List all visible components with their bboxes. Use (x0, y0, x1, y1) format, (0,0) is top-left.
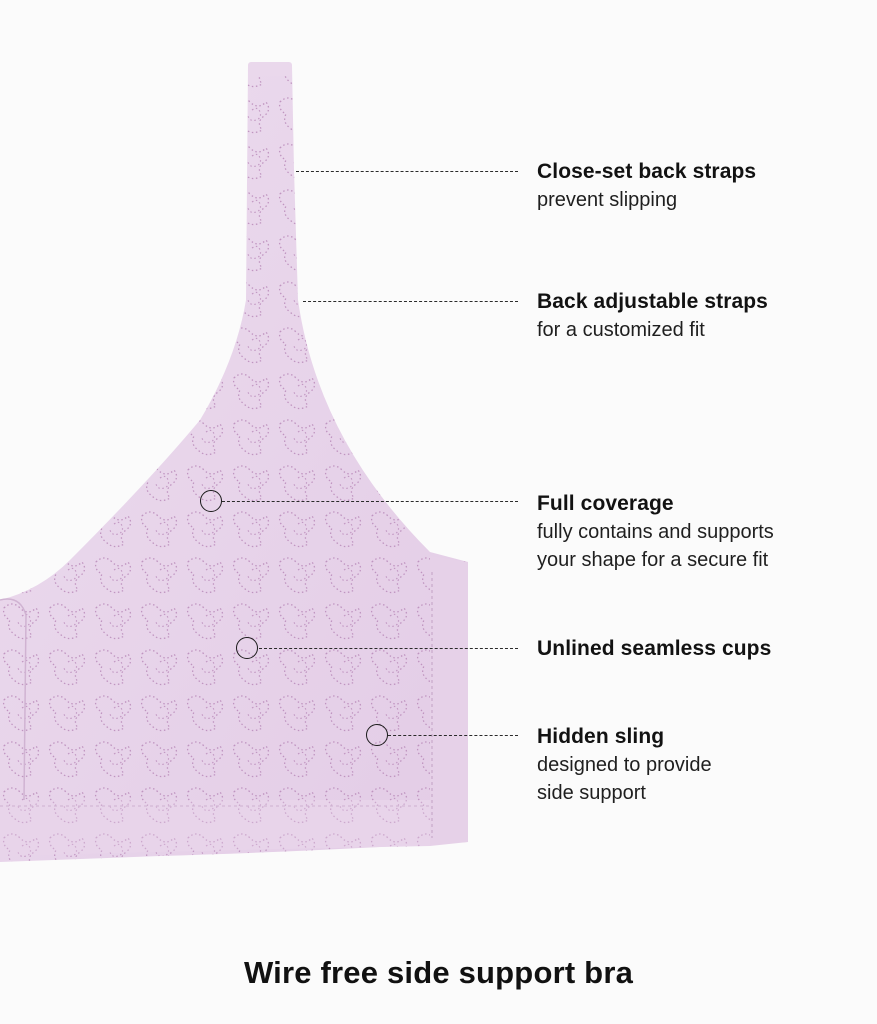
hidden-sling-marker (366, 724, 388, 746)
callout-title: Back adjustable straps (537, 290, 768, 313)
leader-line-seamless-cups (259, 648, 518, 649)
callout-description: prevent slipping (537, 189, 678, 211)
callout-title: Close-set back straps (537, 160, 757, 183)
callout-adjustable-straps: Back adjustable straps for a customized … (537, 288, 867, 344)
callout-description: for a customized fit (537, 319, 705, 341)
seamless-cups-marker (236, 637, 258, 659)
callout-description: designed to provide (537, 754, 712, 776)
leader-line-full-coverage (222, 501, 518, 502)
callout-description: your shape for a secure fit (537, 549, 769, 571)
product-caption: Wire free side support bra (243, 955, 634, 990)
callout-description: side support (537, 782, 646, 804)
callout-back-straps: Close-set back straps prevent slipping (537, 158, 867, 214)
callout-seamless-cups: Unlined seamless cups (537, 635, 867, 663)
full-coverage-marker (200, 490, 222, 512)
callout-title: Hidden sling (537, 725, 665, 748)
callout-title: Full coverage (537, 492, 674, 515)
callout-description: fully contains and supports (537, 521, 774, 543)
callout-full-coverage: Full coverage fully contains and support… (537, 490, 867, 574)
callout-hidden-sling: Hidden sling designed to provide side su… (537, 723, 867, 807)
leader-line-adjustable-straps (303, 301, 518, 302)
leader-line-back-straps (296, 171, 518, 172)
callout-title: Unlined seamless cups (537, 637, 772, 660)
leader-line-hidden-sling (388, 735, 518, 736)
